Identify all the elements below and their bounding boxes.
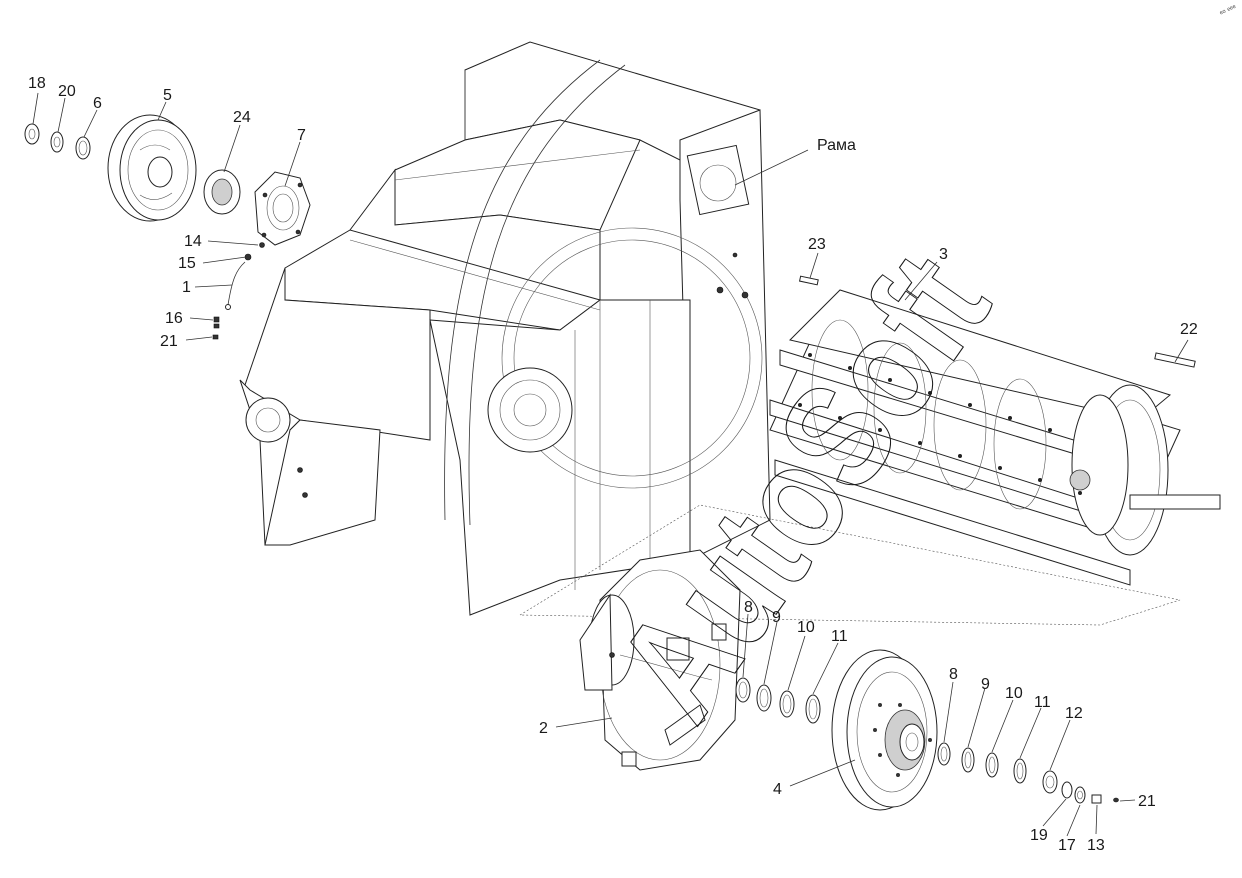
drive-components: [24, 114, 311, 340]
ring-set-right: [937, 742, 1119, 804]
callout-4: 4: [773, 781, 782, 798]
callout-5: 5: [163, 87, 172, 104]
callout-9-right: 9: [981, 676, 990, 693]
callout-9-left: 9: [772, 609, 781, 626]
corner-mark: ᵉᵒ ᵉᵉᵉ: [1218, 3, 1237, 18]
callout-15: 15: [178, 255, 196, 272]
callout-21-left: 21: [160, 333, 178, 350]
callout-16: 16: [165, 310, 183, 327]
leader-lines: [32, 92, 1189, 837]
drive-hub-pulley: [831, 649, 938, 811]
rotor-drum: [769, 289, 1221, 586]
callout-14: 14: [184, 233, 202, 250]
callout-11-left: 11: [831, 628, 848, 645]
side-cover-plate: [579, 549, 741, 771]
callout-8-left: 8: [744, 599, 753, 616]
callout-3: 3: [939, 246, 948, 263]
part-23-key: [798, 275, 819, 286]
callout-2: 2: [539, 720, 548, 737]
callout-17: 17: [1058, 837, 1076, 854]
callout-21-right: 21: [1138, 793, 1156, 810]
callout-10-left: 10: [797, 619, 815, 636]
callout-23: 23: [808, 236, 826, 253]
part-22-bar: [1154, 352, 1196, 368]
callout-10-right: 10: [1005, 685, 1023, 702]
callout-18: 18: [28, 75, 46, 92]
callout-13: 13: [1087, 837, 1105, 854]
callout-8-right: 8: [949, 666, 958, 683]
callout-6: 6: [93, 95, 102, 112]
callout-7: 7: [297, 127, 306, 144]
frame-housing: [239, 41, 1181, 626]
callout-20: 20: [58, 83, 76, 100]
callout-12: 12: [1065, 705, 1083, 722]
callout-labels: 18 20 6 5 24 7 14 15 1 16 21 Рама 23 3 2…: [28, 75, 1198, 854]
callout-11-right: 11: [1034, 694, 1051, 711]
ring-set-left: [735, 677, 821, 724]
callout-24: 24: [233, 109, 251, 126]
callout-22: 22: [1180, 321, 1198, 338]
callout-19: 19: [1030, 827, 1048, 844]
callout-frame: Рама: [817, 137, 856, 154]
callout-1: 1: [182, 279, 191, 296]
